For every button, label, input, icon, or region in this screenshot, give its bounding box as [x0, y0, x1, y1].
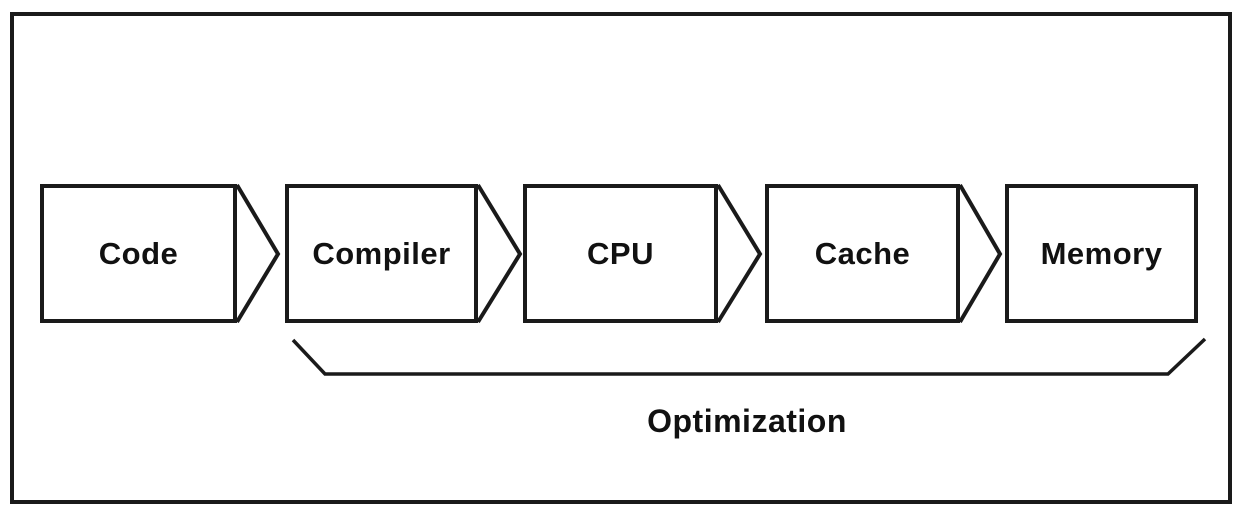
box-cache-label: Cache [814, 235, 911, 271]
box-compiler-label: Compiler [312, 235, 451, 271]
box-memory-label: Memory [1040, 235, 1163, 271]
box-compiler: Compiler [285, 184, 478, 323]
box-code: Code [40, 184, 237, 323]
box-memory: Memory [1005, 184, 1198, 323]
box-cache: Cache [765, 184, 960, 323]
box-code-label: Code [98, 235, 179, 271]
optimization-label: Optimization [647, 403, 847, 439]
box-cpu-label: CPU [587, 235, 654, 271]
box-cpu: CPU [523, 184, 718, 323]
outer-border [10, 12, 1232, 504]
